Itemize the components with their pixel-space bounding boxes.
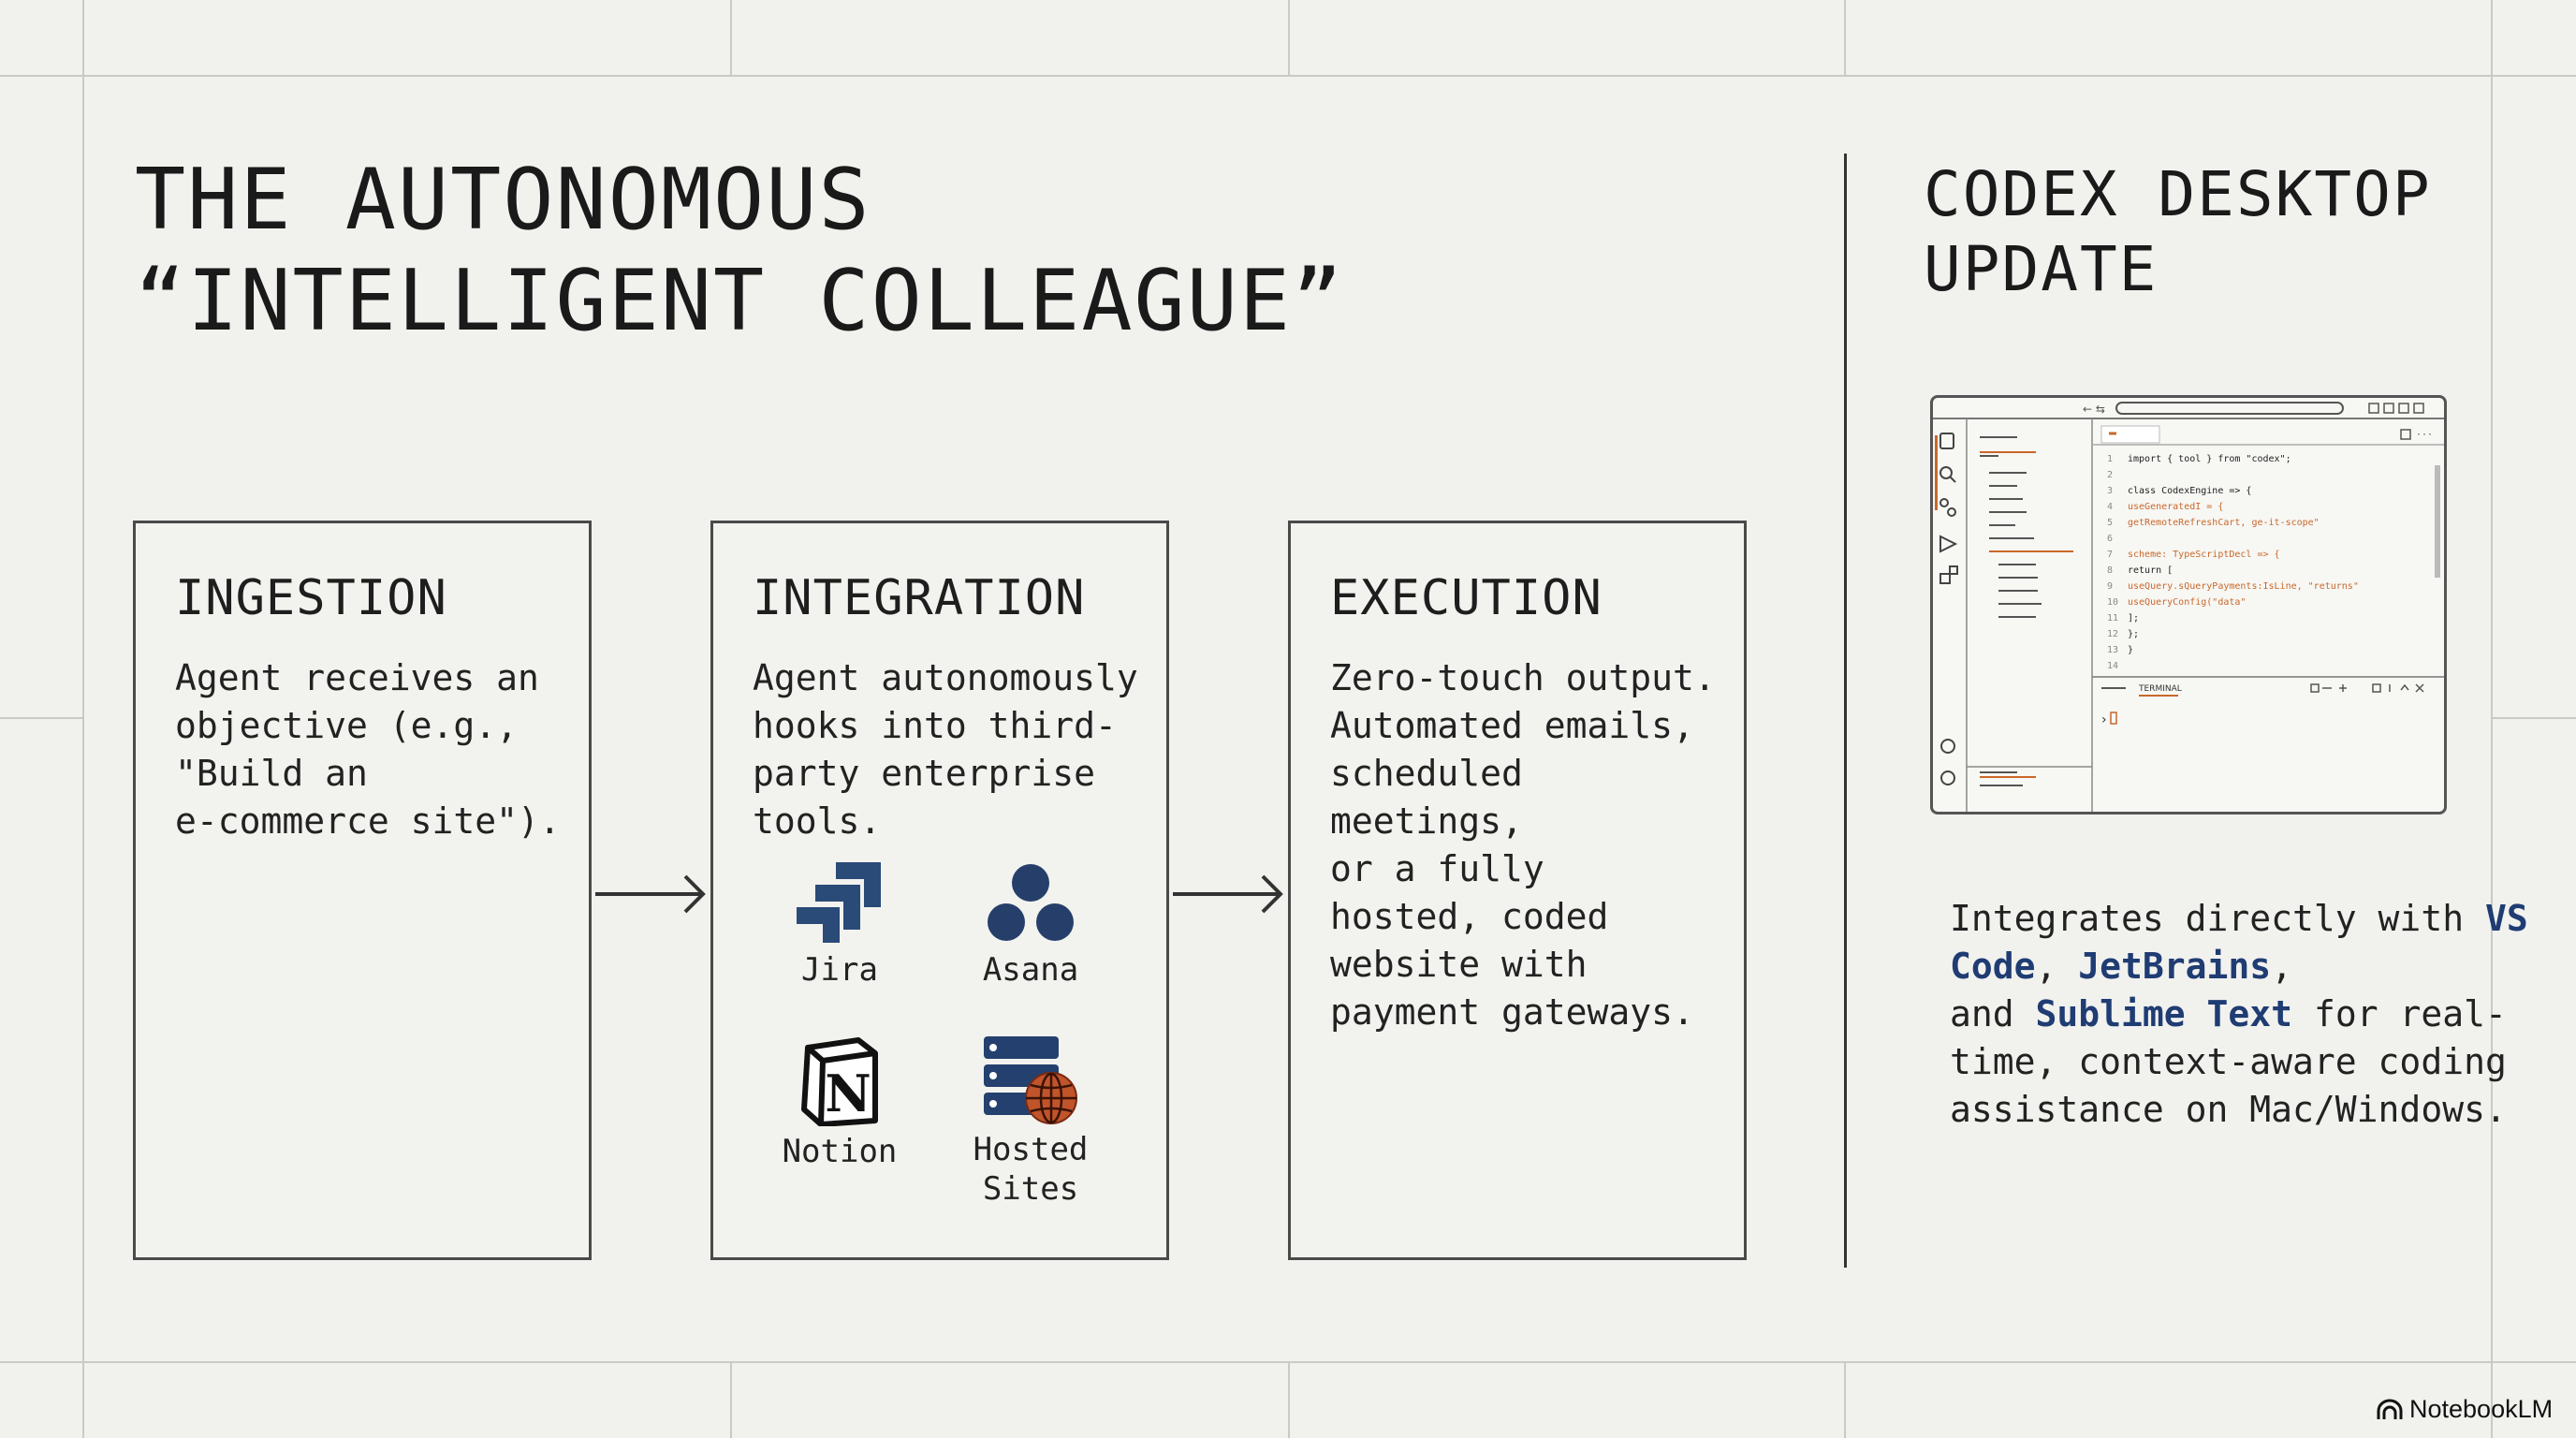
- stage-integration: INTEGRATION Agent autonomously hooks int…: [710, 521, 1169, 1260]
- tool-notion: N Notion: [746, 1036, 933, 1171]
- title-line-2: “INTELLIGENT COLLEAGUE”: [135, 252, 1345, 350]
- code-line: }: [2128, 645, 2133, 655]
- code-line: useQueryConfig("data": [2128, 597, 2246, 608]
- asana-icon: [988, 864, 1074, 941]
- desc-sep: ,: [2035, 946, 2079, 987]
- code-line: return [: [2128, 565, 2173, 576]
- grid-line: [0, 75, 2576, 77]
- grid-line: [1844, 0, 1846, 75]
- settings-icon: [1940, 770, 1955, 785]
- stage-heading: EXECUTION: [1330, 570, 1603, 626]
- line-number: 7: [2107, 550, 2113, 560]
- svg-text:N: N: [825, 1064, 871, 1123]
- svg-text:← ⇆: ← ⇆: [2083, 403, 2105, 416]
- address-bar: [2115, 402, 2344, 415]
- line-number: 9: [2107, 581, 2113, 592]
- ide-screenshot: ← ⇆: [1930, 395, 2447, 814]
- brand-logo: NotebookLM: [2376, 1395, 2553, 1424]
- grid-line: [1288, 1361, 1290, 1438]
- code-line: };: [2128, 629, 2139, 639]
- code-line: useGeneratedI = {: [2128, 502, 2223, 512]
- line-number: 4: [2107, 502, 2113, 512]
- hosted-sites-icon: [984, 1036, 1077, 1124]
- side-description: Integrates directly with VS Code, JetBra…: [1950, 895, 2549, 1134]
- desc-text: Integrates directly with: [1950, 898, 2485, 939]
- stage-execution: EXECUTION Zero-touch output. Automated e…: [1288, 521, 1747, 1260]
- page-title: THE AUTONOMOUS “INTELLIGENT COLLEAGUE”: [135, 150, 1344, 352]
- ide-window: ← ⇆: [1933, 402, 2444, 812]
- grid-line: [82, 0, 84, 1438]
- tool-label: Notion: [782, 1133, 898, 1170]
- terminal-tab: TERMINAL: [2138, 684, 2182, 694]
- stage-heading: INTEGRATION: [753, 570, 1086, 626]
- extensions-icon: [1939, 573, 1951, 584]
- line-number: 13: [2107, 645, 2118, 655]
- tool-hosted-sites: Hosted Sites: [937, 1034, 1124, 1209]
- source-control-icon: [1939, 498, 1949, 507]
- tool-label: Hosted Sites: [973, 1131, 1089, 1208]
- search-icon: [1939, 466, 1953, 479]
- grid-line: [730, 0, 732, 75]
- grid-line: [1288, 0, 1290, 75]
- side-title-line-2: UPDATE: [1924, 233, 2159, 305]
- jira-icon: [797, 862, 881, 943]
- grid-line: [0, 717, 82, 719]
- editor-sublime: Sublime Text: [2035, 993, 2293, 1034]
- title-line-1: THE AUTONOMOUS: [135, 151, 871, 249]
- line-number: 11: [2107, 613, 2118, 624]
- stage-description: Agent autonomously hooks into third- par…: [753, 657, 1138, 842]
- desc-text: for real-time, context-aware coding assi…: [1950, 993, 2507, 1130]
- flow-arrow-icon: [1173, 874, 1283, 914]
- grid-line: [730, 1361, 732, 1438]
- explorer-icon: [1939, 433, 1954, 449]
- line-number: 5: [2107, 518, 2113, 528]
- terminal-prompt: ›: [2101, 712, 2107, 727]
- line-number: 3: [2107, 486, 2113, 496]
- flow-arrow-icon: [595, 874, 706, 914]
- tool-label: Asana: [982, 951, 1079, 989]
- stage-description: Zero-touch output. Automated emails, sch…: [1330, 657, 1716, 1033]
- account-icon: [1940, 739, 1955, 754]
- tool-jira: Jira: [746, 860, 933, 990]
- line-number: 2: [2107, 470, 2113, 480]
- notebooklm-icon: [2377, 1399, 2403, 1419]
- editor-vscode: VS Code: [1950, 898, 2528, 987]
- notion-icon: N: [801, 1037, 878, 1126]
- line-number: 10: [2107, 597, 2118, 608]
- run-icon: [1939, 535, 1958, 553]
- code-line: ];: [2128, 613, 2139, 624]
- desc-sep: , and: [1950, 946, 2293, 1034]
- stage-description: Agent receives an objective (e.g., "Buil…: [175, 657, 561, 842]
- code-line: getRemoteRefreshCart, ge-it-scope": [2128, 518, 2320, 528]
- code-editor: 1 import { tool } from "codex"; 2 3 class Co…: [2107, 454, 2359, 671]
- code-line: useQuery.sQueryPayments:IsLine, "returns…: [2128, 581, 2359, 592]
- line-number: 1: [2107, 454, 2113, 464]
- svg-text:···: ···: [2416, 430, 2433, 440]
- grid-line: [2491, 0, 2493, 1438]
- stage-heading: INGESTION: [175, 570, 447, 626]
- grid-line: [2491, 717, 2576, 719]
- grid-line: [1844, 1361, 1846, 1438]
- tool-label: Jira: [801, 951, 878, 989]
- code-line: scheme: TypeScriptDecl => {: [2128, 550, 2280, 560]
- vertical-divider: [1844, 154, 1847, 1268]
- line-number: 6: [2107, 534, 2113, 544]
- side-title-line-1: CODEX DESKTOP: [1924, 158, 2432, 230]
- stage-ingestion: INGESTION Agent receives an objective (e…: [133, 521, 592, 1260]
- side-title: CODEX DESKTOP UPDATE: [1924, 157, 2432, 307]
- brand-name: NotebookLM: [2409, 1395, 2554, 1423]
- tool-asana: Asana: [937, 860, 1124, 990]
- line-number: 14: [2107, 661, 2118, 671]
- line-number: 12: [2107, 629, 2118, 639]
- line-number: 8: [2107, 565, 2113, 576]
- code-line: import { tool } from "codex";: [2128, 454, 2291, 464]
- editor-jetbrains: JetBrains: [2078, 946, 2272, 987]
- code-line: class CodexEngine => {: [2128, 486, 2251, 496]
